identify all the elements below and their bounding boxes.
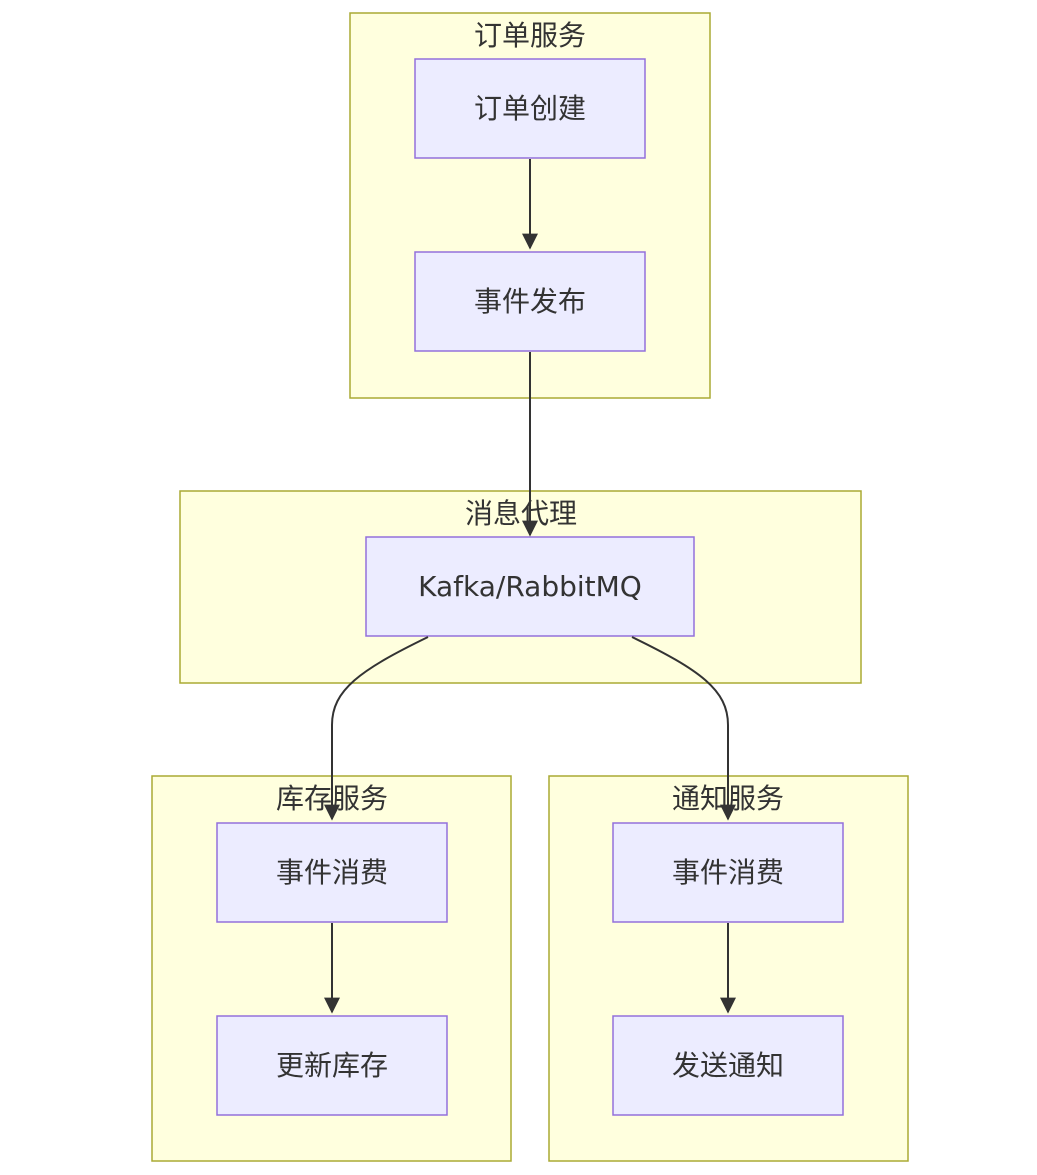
node-inventory-consume-label: 事件消费	[276, 856, 388, 889]
node-inventory-consume[interactable]: 事件消费	[216, 822, 448, 923]
node-event-publish[interactable]: 事件发布	[414, 251, 646, 352]
node-inventory-consume-box[interactable]	[216, 822, 448, 923]
node-notification-consume-label: 事件消费	[672, 856, 784, 889]
cluster-order-service-title: 订单服务	[474, 19, 586, 52]
node-notification-consume[interactable]: 事件消费	[612, 822, 844, 923]
edge-broker-to-notification-consume	[631, 636, 736, 821]
node-broker-box[interactable]	[365, 536, 695, 637]
node-order-create[interactable]: 订单创建	[414, 58, 646, 159]
node-order-create-label: 订单创建	[474, 92, 586, 125]
cluster-message-broker-title: 消息代理	[465, 497, 577, 530]
node-send-notification-label: 发送通知	[672, 1049, 784, 1082]
node-send-notification-box[interactable]	[612, 1015, 844, 1116]
node-event-publish-box[interactable]	[414, 251, 646, 352]
node-order-create-box[interactable]	[414, 58, 646, 159]
node-event-publish-label: 事件发布	[474, 285, 586, 318]
node-broker[interactable]: Kafka/RabbitMQ	[365, 536, 695, 637]
edge-broker-to-inventory-consume	[324, 636, 429, 821]
node-broker-label: Kafka/RabbitMQ	[418, 570, 642, 603]
node-send-notification[interactable]: 发送通知	[612, 1015, 844, 1116]
node-update-inventory-box[interactable]	[216, 1015, 448, 1116]
node-update-inventory-label: 更新库存	[276, 1049, 388, 1082]
node-update-inventory[interactable]: 更新库存	[216, 1015, 448, 1116]
node-notification-consume-box[interactable]	[612, 822, 844, 923]
